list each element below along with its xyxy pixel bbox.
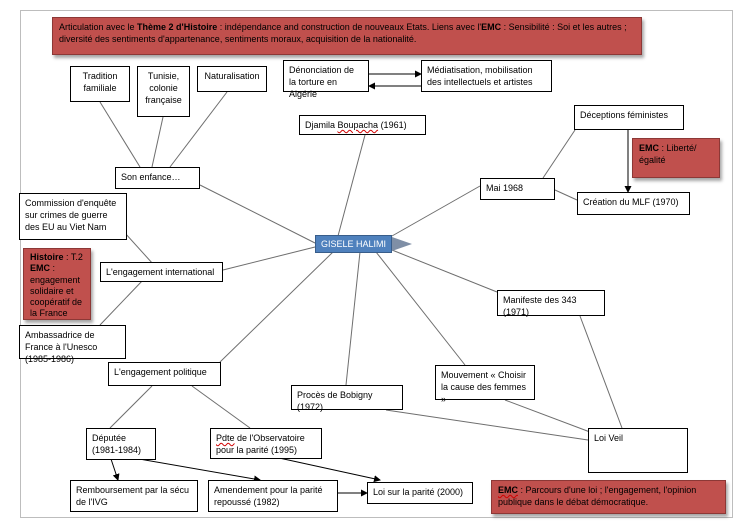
node-loi-parite-label: Loi sur la parité (2000): [373, 487, 464, 497]
node-tradition-label: Tradition familiale: [82, 71, 118, 94]
line-observatoire: [191, 385, 251, 429]
line-commission: [124, 232, 154, 265]
line-mouvement: [375, 251, 466, 366]
node-veil: Loi Veil: [588, 428, 688, 473]
node-enfance: Son enfance…: [115, 167, 200, 189]
node-mediatisation-label: Médiatisation, mobilisation des intellec…: [427, 65, 533, 88]
node-deputee-label: Députée (1981-1984): [92, 433, 142, 456]
line-manifeste-veil: [579, 315, 623, 429]
central-label: GISELE HALIMI: [320, 239, 387, 249]
node-mlf: Création du MLF (1970): [577, 192, 690, 215]
node-amendement: Amendement pour la parité repoussé (1982…: [208, 480, 338, 512]
note-emc-parcours: EMC : Parcours d'une loi ; l'engagement,…: [491, 480, 726, 514]
node-denonciation-label: Dénonciation de la torture en Algérie: [289, 65, 355, 100]
arrow-to-amendement: [121, 455, 261, 483]
node-tunisie: Tunisie, colonie française: [137, 66, 190, 117]
line-tunisie: [151, 116, 164, 168]
node-boupacha: Djamila Boupacha (1961): [299, 115, 426, 135]
node-loi-parite: Loi sur la parité (2000): [367, 482, 473, 504]
line-international: [222, 246, 316, 271]
node-manifeste: Manifeste des 343 (1971): [497, 290, 605, 318]
node-observatoire-abbr: Pdte: [216, 433, 235, 443]
node-mai68-label: Mai 1968: [486, 183, 524, 193]
note-emc3-text: : Parcours d'une loi ; l'engagement, l'o…: [498, 485, 697, 508]
center-pointer-shape: [392, 237, 412, 251]
header-note: Articulation avec le Thème 2 d'Histoire …: [52, 17, 642, 55]
node-bobigny: Procès de Bobigny (1972): [291, 385, 403, 413]
header-text2: : Sensibilité : Soi et les autres ; dive…: [59, 22, 627, 45]
node-commission-label: Commission d'enquête sur crimes de guerr…: [25, 198, 117, 233]
line-deceptions: [542, 129, 576, 179]
node-denonciation: Dénonciation de la torture en Algérie: [283, 60, 369, 99]
note-emc-liberte-text: : Liberté/égalité: [639, 143, 697, 166]
header-emc: EMC: [481, 22, 502, 32]
line-deputee: [109, 385, 153, 429]
node-naturalisation: Naturalisation: [197, 66, 267, 92]
node-commission: Commission d'enquête sur crimes de guerr…: [19, 193, 127, 240]
line-tradition: [99, 101, 141, 168]
header-theme: Thème 2 d'Histoire: [137, 22, 218, 32]
node-mai68: Mai 1968: [480, 178, 555, 200]
note-histoire-text: : T.2: [63, 252, 83, 262]
header-text1: : indépendance and construction de nouve…: [217, 22, 482, 32]
node-deputee: Députée (1981-1984): [86, 428, 156, 460]
node-naturalisation-label: Naturalisation: [204, 71, 260, 81]
line-mai68: [391, 185, 481, 237]
note-emc2-text: : engagement solidaire et coopératif de …: [30, 263, 83, 319]
note-emc2-bold: EMC: [30, 263, 50, 274]
arrow-to-remboursement: [109, 455, 120, 481]
arrow-to-loi-parite: [269, 455, 381, 483]
node-mouvement: Mouvement « Choisir la cause des femmes …: [435, 365, 535, 404]
line-manifeste: [391, 249, 498, 293]
node-boupacha-year: (1961): [378, 120, 407, 130]
node-politique-label: L'engagement politique: [114, 367, 207, 377]
note-histoire-emc: Histoire : T.2 EMC : engagement solidair…: [23, 248, 91, 320]
node-international-label: L'engagement international: [106, 267, 215, 277]
node-mouvement-label: Mouvement « Choisir la cause des femmes …: [441, 370, 527, 405]
node-international: L'engagement international: [100, 262, 223, 282]
line-politique: [219, 251, 334, 363]
header-prefix: Articulation avec le: [59, 22, 138, 32]
node-politique: L'engagement politique: [108, 362, 221, 386]
node-boupacha-first: Djamila: [305, 120, 338, 130]
node-mlf-label: Création du MLF (1970): [583, 197, 679, 207]
node-observatoire: Pdte de l'Observatoire pour la parité (1…: [210, 428, 322, 459]
node-tradition: Tradition familiale: [70, 66, 130, 102]
node-ambassadrice: Ambassadrice de France à l'Unesco (1985-…: [19, 325, 126, 364]
central-node: GISELE HALIMI: [315, 235, 392, 253]
note-emc-liberte: EMC : Liberté/égalité: [632, 138, 720, 178]
node-veil-label: Loi Veil: [594, 433, 624, 443]
node-remboursement: Remboursement par la sécu de l'IVG: [70, 480, 198, 512]
node-bobigny-label: Procès de Bobigny (1972): [297, 390, 373, 413]
line-naturalisation: [169, 91, 228, 168]
node-deceptions-label: Déceptions féministes: [580, 110, 669, 120]
node-observatoire-label: de l'Observatoire pour la parité (1995): [216, 433, 305, 456]
line-mlf: [554, 189, 578, 201]
note-emc-liberte-bold: EMC: [639, 143, 659, 153]
node-mediatisation: Médiatisation, mobilisation des intellec…: [421, 60, 552, 92]
node-boupacha-surname: Boupacha: [337, 120, 379, 130]
node-remboursement-label: Remboursement par la sécu de l'IVG: [76, 485, 190, 508]
node-ambassadrice-label: Ambassadrice de France à l'Unesco (1985-…: [25, 330, 98, 365]
node-deceptions: Déceptions féministes: [574, 105, 684, 130]
line-bobigny-veil: [385, 409, 589, 441]
line-ambassadrice: [99, 279, 144, 326]
line-enfance: [199, 184, 316, 244]
node-tunisie-label: Tunisie, colonie française: [145, 71, 182, 106]
line-mouvement-veil: [504, 399, 591, 433]
note-emc3-bold: EMC: [498, 485, 518, 495]
note-histoire-bold: Histoire: [30, 252, 64, 262]
line-boupacha: [337, 134, 366, 237]
node-enfance-label: Son enfance…: [121, 172, 181, 182]
node-amendement-label: Amendement pour la parité repoussé (1982…: [214, 485, 323, 508]
line-bobigny: [345, 251, 361, 386]
node-manifeste-label: Manifeste des 343 (1971): [503, 295, 577, 318]
